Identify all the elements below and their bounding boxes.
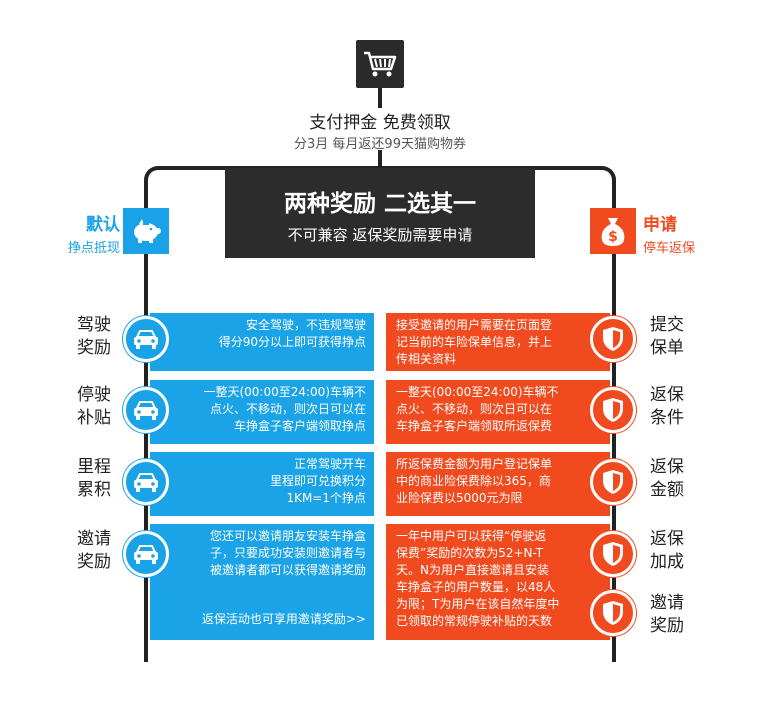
banner-title: 两种奖励 二选其一: [283, 191, 476, 217]
right-label-invite: 邀请 奖励: [650, 593, 684, 636]
shield-circle-5: [590, 590, 636, 636]
shield-circle-2: [590, 387, 636, 433]
left-panel-invite: 您还可以邀请朋友安装车挣盒 子，只要成功安装则邀请者与 被邀请者都可以获得邀请奖…: [150, 524, 374, 640]
left-header-subtitle: 挣点抵现: [67, 241, 120, 256]
left-panel-driving: 安全驾驶，不违规驾驶 得分90分以上即可获得挣点: [150, 313, 374, 371]
right-label-bonus: 返保 加成: [650, 529, 684, 572]
right-panel-condition: 一整天(00:00至24:00)车辆不 点火、不移动，则次日可以在 车挣盒子客户…: [386, 380, 610, 444]
connector-left-corner: [144, 166, 164, 186]
left-header-title: 默认: [86, 215, 120, 235]
left-label-driving: 驾驶 奖励: [77, 315, 111, 358]
car-circle-4: [123, 531, 169, 577]
shield-icon: [603, 601, 623, 625]
top-subtitle: 分3月 每月返还99天猫购物券: [294, 137, 466, 152]
left-panel-mileage: 正常驾驶开车 里程即可兑换积分 1KM=1个挣点: [150, 452, 374, 516]
connector-mid-vertical: [378, 150, 382, 168]
car-icon: [134, 545, 158, 564]
shield-circle-1: [590, 316, 636, 362]
piggy-bank-icon: [134, 219, 161, 243]
left-panel-parking: 一整天(00:00至24:00)车辆不 点火、不移动，则次日可以在 车挣盒子客户…: [150, 380, 374, 444]
left-label-invite: 邀请 奖励: [77, 529, 111, 572]
car-icon: [134, 473, 158, 492]
connector-right-corner: [596, 166, 616, 186]
car-circle-1: [123, 316, 169, 362]
cart-icon-box: [356, 40, 404, 88]
shield-circle-3: [590, 459, 636, 505]
left-label-parking: 停驶 补贴: [77, 385, 111, 428]
svg-text:$: $: [608, 229, 618, 245]
shield-icon: [603, 327, 623, 351]
right-panel-bonus: 一年中用户可以获得“停驶返 保费”奖励的次数为52+N-T 天。N为用户直接邀请…: [386, 524, 610, 640]
center-banner: 两种奖励 二选其一 不可兼容 返保奖励需要申请: [225, 168, 535, 258]
right-panel-amount: 所返保费金额为用户登记保单 中的商业险保费除以365，商 业险保费以5000元为…: [386, 452, 610, 516]
invite-link[interactable]: 返保活动也可享用邀请奖励>>: [201, 612, 366, 626]
right-panel-submit: 接受邀请的用户需要在页面登 记当前的车险保单信息，并上 传相关资料: [386, 313, 610, 371]
car-icon: [134, 401, 158, 420]
shield-icon: [603, 398, 623, 422]
banner-subtitle: 不可兼容 返保奖励需要申请: [287, 226, 473, 244]
money-bag-box: $: [590, 208, 636, 254]
shield-circle-4: [590, 531, 636, 577]
car-circle-2: [123, 387, 169, 433]
left-label-mileage: 里程 累积: [77, 457, 111, 500]
shopping-cart-icon: [364, 51, 397, 77]
right-header-title: 申请: [643, 215, 677, 235]
top-title: 支付押金 免费领取: [309, 113, 451, 133]
car-circle-3: [123, 459, 169, 505]
right-label-condition: 返保 条件: [650, 385, 684, 428]
right-label-amount: 返保 金额: [650, 457, 684, 500]
right-label-submit: 提交 保单: [650, 315, 684, 358]
piggy-bank-box: [123, 208, 169, 254]
car-icon: [134, 330, 158, 349]
right-header-subtitle: 停车返保: [643, 241, 696, 256]
money-bag-icon: $: [601, 218, 625, 246]
shield-icon: [603, 542, 623, 566]
connector-top-vertical: [378, 88, 382, 108]
shield-icon: [603, 470, 623, 494]
